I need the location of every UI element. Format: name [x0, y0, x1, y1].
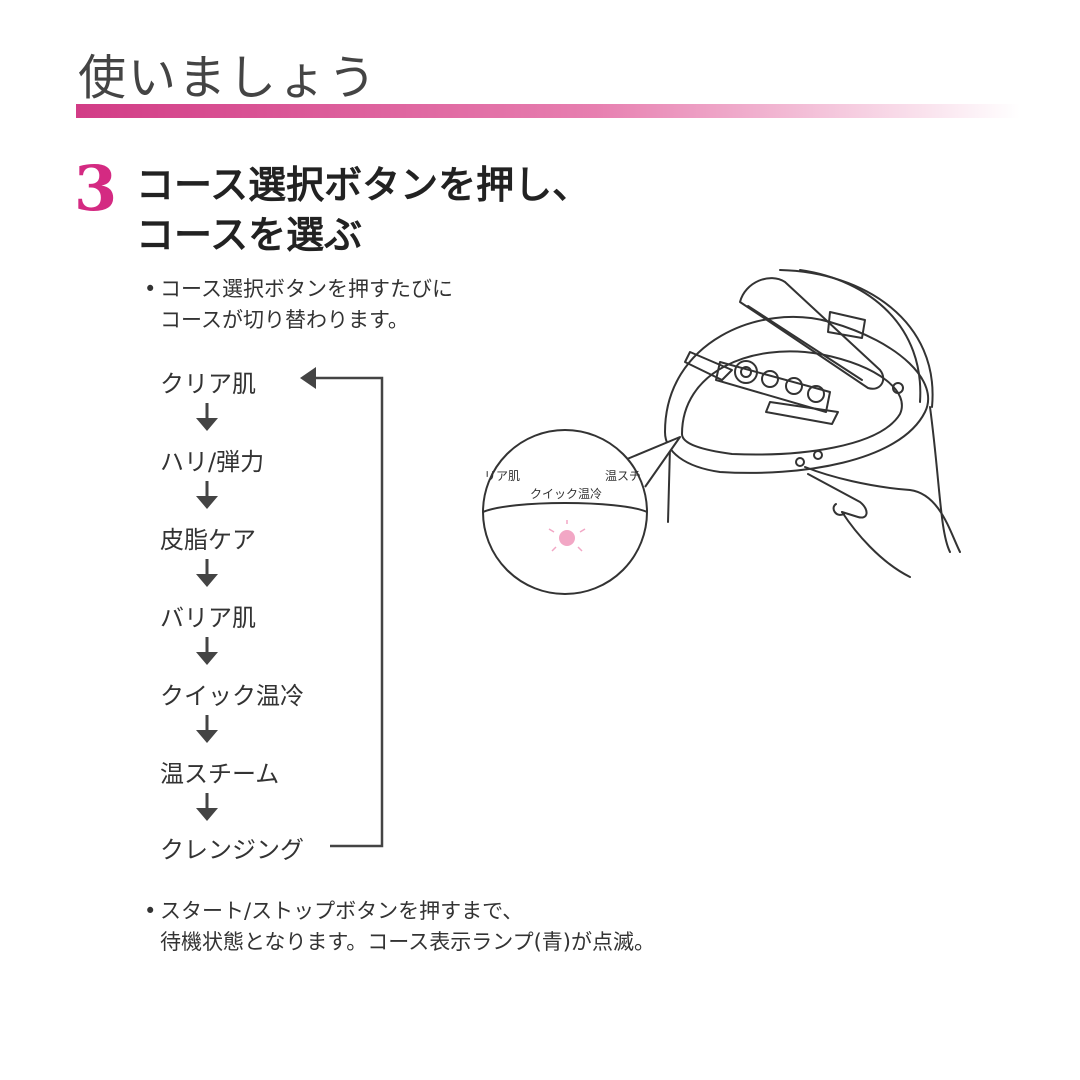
- down-arrow-icon: [196, 637, 218, 665]
- down-arrow-icon: [196, 793, 218, 821]
- step-heading: コース選択ボタンを押し、 コースを選ぶ: [136, 160, 590, 260]
- course-item-firmness: ハリ/弾力: [160, 448, 265, 476]
- course-item-clear-skin: クリア肌: [160, 370, 256, 398]
- page-title: 使いましょう: [78, 50, 379, 106]
- step-number: 3: [74, 152, 118, 225]
- note-line-2: 待機状態となります。コース表示ランプ(青)が点滅。: [160, 930, 655, 954]
- course-lamp-icon: [548, 520, 586, 552]
- note-line-1: スタート/ストップボタンを押すまで、: [160, 899, 524, 923]
- note-line-2: コースが切り替わります。: [160, 308, 409, 332]
- device-illustration: リア肌 クイック温冷 温スチ: [482, 269, 961, 595]
- note-standby: • スタート/ストップボタンを押すまで、 待機状態となります。コース表示ランプ(…: [144, 896, 655, 958]
- course-item-hot-steam: 温スチーム: [160, 760, 280, 788]
- zoom-label-quick-hot-cold: クイック温冷: [530, 487, 602, 501]
- step-heading-line-1: コース選択ボタンを押し、: [136, 163, 591, 207]
- course-item-sebum-care: 皮脂ケア: [160, 526, 256, 554]
- bullet-mark: •: [144, 899, 157, 923]
- zoom-label-clear-skin: リア肌: [484, 469, 520, 483]
- note-line-1: コース選択ボタンを押すたびに: [160, 277, 453, 301]
- note-course-switch: • コース選択ボタンを押すたびに コースが切り替わります。: [144, 274, 453, 336]
- down-arrow-icon: [196, 559, 218, 587]
- zoom-callout: リア肌 クイック温冷 温スチ: [482, 429, 648, 595]
- bullet-mark: •: [144, 277, 157, 301]
- course-item-quick-hot-cold: クイック温冷: [160, 682, 304, 710]
- down-arrow-icon: [196, 481, 218, 509]
- zoom-label-hot-steam: 温スチ: [605, 469, 641, 483]
- step-heading-line-2: コースを選ぶ: [136, 213, 363, 257]
- loop-back-arrow-icon: [300, 367, 384, 848]
- course-item-barrier-skin: バリア肌: [160, 604, 256, 632]
- down-arrow-icon: [196, 715, 218, 743]
- course-item-cleansing: クレンジング: [160, 836, 304, 864]
- down-arrow-icon: [196, 403, 218, 431]
- title-underline-bar: [76, 104, 1020, 118]
